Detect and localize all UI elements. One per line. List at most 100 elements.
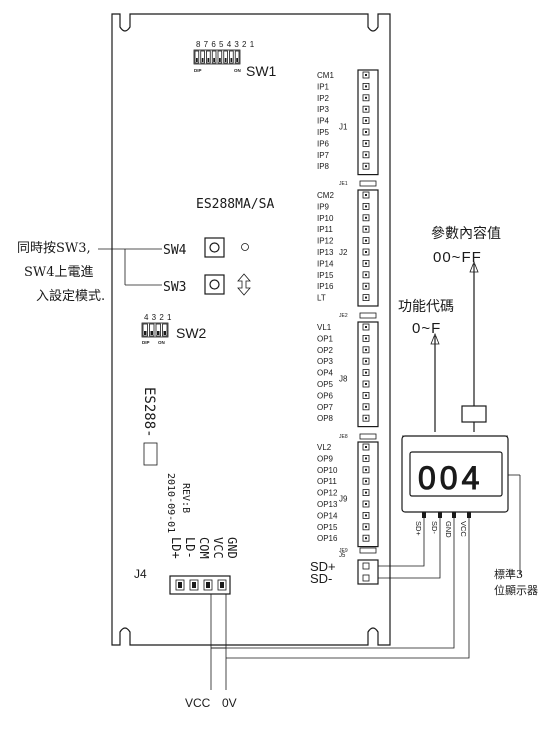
display-pin-label: SD+ (414, 521, 423, 536)
power-0v-label: 0V (222, 696, 237, 710)
pin-label: OP2 (317, 346, 334, 355)
display-digits: 004 (418, 460, 483, 496)
pin-terminal (362, 248, 370, 256)
pin-terminal (362, 162, 370, 170)
svg-text:SW4上電進: SW4上電進 (24, 265, 94, 280)
pin-terminal (362, 562, 370, 570)
pin-terminal (362, 334, 370, 342)
jumper-label: JE9 (339, 548, 348, 554)
pin-terminal (362, 139, 370, 147)
pin-label: IP6 (317, 139, 330, 148)
jumper-label: JE8 (339, 434, 348, 440)
dip-lever (230, 58, 233, 62)
pin-label: IP13 (317, 248, 334, 257)
sw1-on-label: ON (234, 68, 241, 73)
param-range: 00~FF (433, 249, 482, 266)
pin-label: IP11 (317, 225, 333, 234)
dip-toggle (217, 50, 223, 64)
param-title: 參數內容值 (431, 225, 501, 242)
sw3-label: SW3 (163, 280, 186, 295)
dip-lever (157, 331, 160, 335)
dip-lever (207, 58, 210, 62)
board-date: 2010-09-01 (165, 473, 176, 533)
display-pin (422, 512, 426, 518)
dip-toggle (211, 50, 217, 64)
pin-terminal (362, 346, 370, 354)
board-code: ES288- (141, 387, 157, 438)
pin-terminal (362, 323, 370, 331)
j4-pin-label: GND (225, 537, 239, 559)
pin-terminal (362, 214, 370, 222)
pin-terminal (362, 512, 370, 519)
pin-label: LT (317, 294, 326, 303)
updown-arrow-icon (237, 273, 251, 296)
pin-label: IP16 (317, 282, 334, 291)
j4-pin-label: VCC (211, 537, 225, 559)
jumper (359, 433, 377, 440)
dip-toggle (194, 50, 200, 64)
pin-terminal (362, 117, 370, 124)
pin-label: OP12 (317, 489, 338, 498)
pin-terminal (362, 259, 370, 267)
pin-terminal (362, 403, 370, 411)
jumper (359, 312, 377, 319)
dip-lever (224, 58, 227, 62)
j4-pin-label: LD+ (169, 537, 183, 559)
connector-label: J1 (339, 122, 348, 131)
dip-toggle (200, 50, 205, 64)
display-pin-label: VCC (459, 521, 468, 537)
connector-label: J9 (339, 494, 348, 503)
button-sw3: SW3 (124, 249, 251, 296)
pin-label: OP14 (317, 511, 338, 520)
pin-label: IP10 (317, 214, 334, 223)
sw2-label: SW2 (176, 325, 207, 341)
pin-terminal (175, 579, 185, 591)
pin-label: OP15 (317, 523, 338, 532)
pin-label: CM1 (317, 71, 334, 80)
board-model: ES288MA/SA (196, 197, 274, 212)
pin-label: IP2 (317, 94, 330, 103)
pin-label: VL1 (317, 323, 332, 332)
pin-label: SD+ (310, 559, 336, 574)
dip-lever (236, 58, 238, 62)
display-pin-label: SD- (430, 521, 439, 534)
j4-pin-label: COM (197, 537, 211, 559)
dip-toggle (229, 50, 234, 64)
pin-label: IP15 (317, 271, 334, 280)
pin-terminal (362, 466, 370, 474)
pin-label: OP3 (317, 357, 334, 366)
j4-label: J4 (134, 567, 147, 581)
dip-lever (213, 58, 215, 62)
pin-terminal (362, 380, 370, 388)
board-code-vertical: ES288- (141, 387, 158, 466)
jumper (359, 547, 377, 554)
sw2-numbers: 4 3 2 1 (144, 313, 172, 322)
dip-lever (196, 58, 198, 62)
pin-terminal (189, 579, 199, 591)
pin-label: IP14 (317, 259, 334, 268)
pin-label: IP3 (317, 105, 330, 114)
button-sw4: SW4 (98, 237, 249, 258)
pin-terminal (362, 443, 370, 451)
pin-label: IP12 (317, 237, 334, 246)
pin-terminal (362, 71, 370, 79)
mode-note: 同時按SW3, SW4上電進 入設定模式. (17, 241, 105, 304)
dip-toggle (162, 323, 168, 337)
pin-label: IP5 (317, 128, 330, 137)
pin-label: IP8 (317, 162, 330, 171)
pin-label: SD- (310, 571, 332, 586)
func-title: 功能代碼 (398, 299, 454, 315)
pin-terminal (362, 414, 370, 422)
pin-terminal (362, 282, 370, 290)
pin-terminal (362, 454, 370, 462)
pin-terminal (362, 94, 370, 102)
pin-terminal (362, 477, 370, 485)
display-pin (452, 512, 456, 518)
pin-label: IP4 (317, 117, 330, 126)
